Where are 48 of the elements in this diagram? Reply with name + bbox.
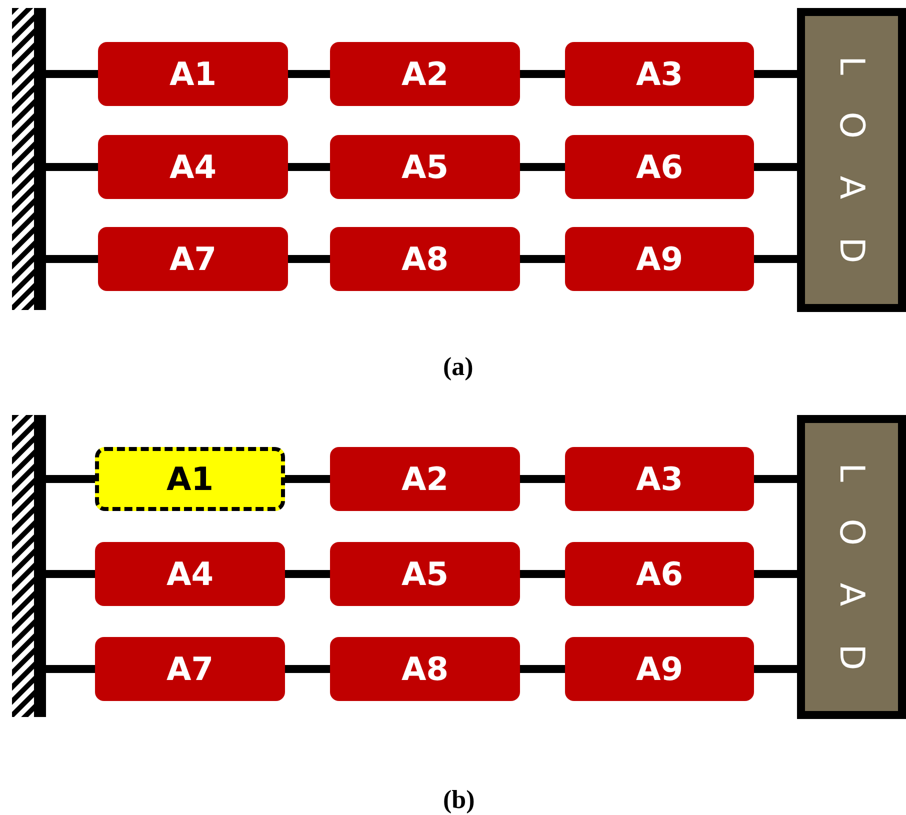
connector-line [285,665,330,673]
connector-line [754,475,797,483]
load-block: LOAD [797,415,906,719]
connector-line [288,163,330,171]
connector-line [520,70,565,78]
panel-label: (a) [443,352,474,382]
component-box: A4 [98,135,288,199]
connector-line [46,665,95,673]
connector-line [754,570,797,578]
connector-line [285,570,330,578]
component-box: A2 [330,42,520,106]
connector-line [46,70,98,78]
load-block: LOAD [797,8,906,312]
component-box: A5 [330,542,520,606]
component-box: A3 [565,42,754,106]
component-box: A9 [565,227,754,291]
connector-line [754,255,797,263]
connector-line [288,70,330,78]
component-box: A7 [98,227,288,291]
connector-line [520,475,565,483]
component-box: A7 [95,637,285,701]
fixed-wall-drawing [12,415,46,717]
connector-line [520,570,565,578]
component-box: A8 [330,227,520,291]
connector-line [46,570,95,578]
connector-line [754,163,797,171]
connector-line [754,70,797,78]
connector-line [285,475,330,483]
component-box: A2 [330,447,520,511]
connector-line [520,163,565,171]
panel-label: (b) [443,785,475,815]
component-box: A4 [95,542,285,606]
connector-line [520,255,565,263]
removed-component-box: A1 [95,447,285,511]
component-box: A1 [98,42,288,106]
component-box: A6 [565,135,754,199]
component-box: A6 [565,542,754,606]
connector-line [288,255,330,263]
connector-line [46,163,98,171]
component-box: A5 [330,135,520,199]
component-box: A8 [330,637,520,701]
fixed-wall-drawing [12,8,46,310]
connector-line [46,475,95,483]
component-box: A9 [565,637,754,701]
connector-line [46,255,98,263]
connector-line [754,665,797,673]
connector-line [520,665,565,673]
component-box: A3 [565,447,754,511]
